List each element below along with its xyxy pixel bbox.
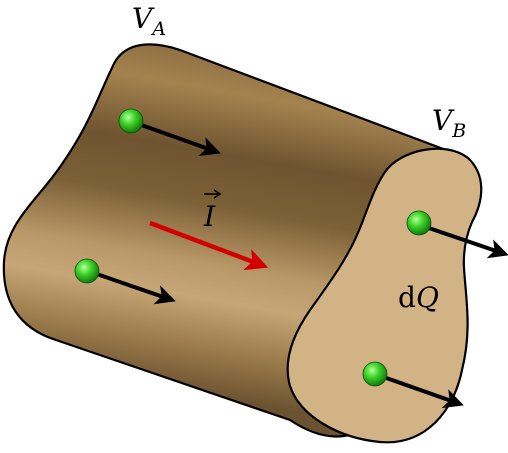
end-face xyxy=(286,147,483,444)
label-vb-main: V xyxy=(432,104,455,137)
charge-sphere-icon xyxy=(74,258,100,284)
drift-arrow xyxy=(132,120,221,157)
label-vb: VB xyxy=(432,104,466,142)
label-va-subscript: A xyxy=(150,18,166,40)
current-symbol: I xyxy=(203,200,216,233)
charge-label-q: Q xyxy=(416,281,439,314)
drift-arrow xyxy=(419,223,508,259)
charge-label-d: d xyxy=(398,281,416,314)
label-vb-subscript: B xyxy=(451,120,466,142)
current-label: I xyxy=(203,189,222,233)
label-va-main: V xyxy=(132,2,155,35)
current-arrow xyxy=(149,220,269,271)
charge-sphere-icon xyxy=(118,108,144,134)
charge-sphere-icon xyxy=(362,361,388,387)
charge-label: dQ xyxy=(398,281,439,314)
charge-sphere-icon xyxy=(406,210,432,236)
drift-arrow xyxy=(87,269,176,305)
drift-arrow xyxy=(374,372,464,409)
vector-arrowhead-icon xyxy=(213,189,222,199)
label-va: VA xyxy=(132,2,166,40)
